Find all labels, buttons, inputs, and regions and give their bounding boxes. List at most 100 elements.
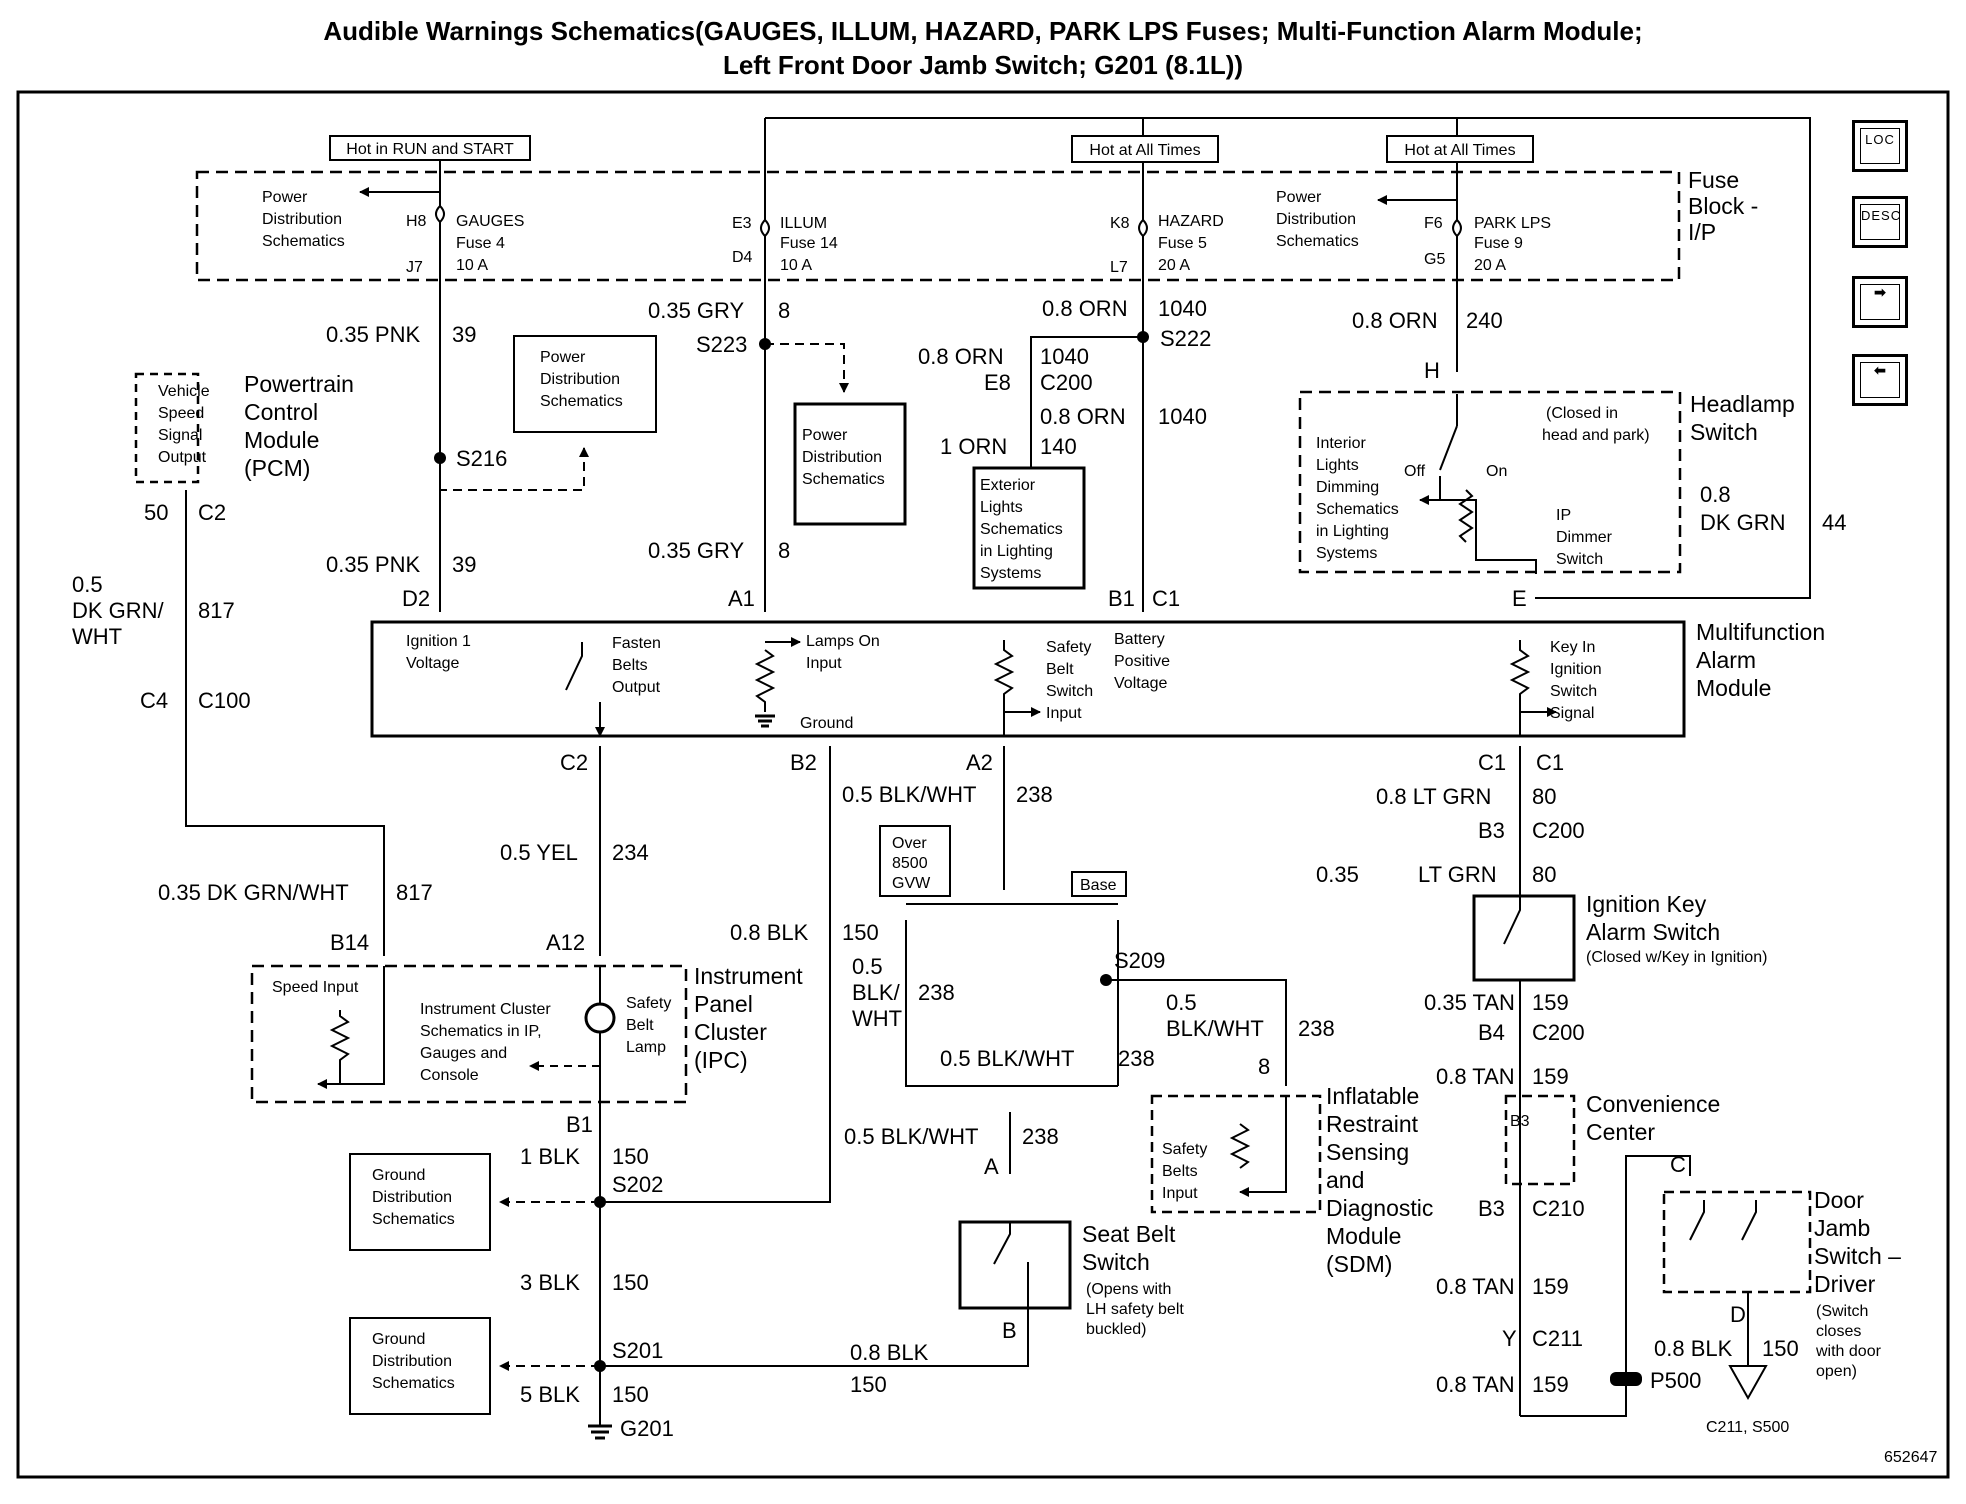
illum-amps: 10 A (780, 257, 812, 274)
wire-ltgrn-b-num: 80 (1532, 862, 1556, 887)
wire-orn-a-num: 1040 (1158, 296, 1207, 321)
wire-blkwht-r-num: 238 (1298, 1016, 1335, 1041)
seatbelt-note-1: (Opens with (1086, 1281, 1171, 1298)
sdm-input-1: Safety (1162, 1141, 1207, 1158)
splice-s223-label: S223 (696, 332, 747, 357)
wire-dkgrn44-num: 44 (1822, 510, 1846, 535)
wire-tan-d: 0.8 TAN (1436, 1372, 1515, 1397)
wire-yel-num: 234 (612, 840, 649, 865)
mam-fb-1: Fasten (612, 635, 661, 652)
wire-tan-c: 0.8 TAN (1436, 1274, 1515, 1299)
wire-orn-d: 1 ORN (940, 434, 1007, 459)
blk-b2-wire (600, 746, 831, 1203)
left-arrow-icon: ⬅ (1860, 362, 1900, 398)
splice-s222-label: S222 (1160, 326, 1211, 351)
ignkey-title-1: Ignition Key (1586, 891, 1707, 917)
splice-s201-label: S201 (612, 1338, 663, 1363)
fuse-block-label-3: I/P (1688, 219, 1716, 245)
splice-s209-label: S209 (1114, 948, 1165, 973)
conn-sb-a: A (984, 1154, 999, 1179)
conn-h: H (1424, 358, 1440, 383)
illum-fuse-num: Fuse 14 (780, 235, 838, 252)
headlamp-int-1: Interior (1316, 435, 1366, 452)
mam-sb-2: Belt (1046, 661, 1074, 678)
wire-dkgrnwht: 0.35 DK GRN/WHT (158, 880, 349, 905)
seat-belt-switch-box (958, 1220, 1072, 1310)
over-3: GVW (892, 875, 931, 892)
illum-top-pin: E3 (732, 215, 752, 232)
ignkey-note: (Closed w/Key in Ignition) (1586, 949, 1767, 966)
mam-title-2: Alarm (1696, 647, 1756, 673)
hazard-bottom-pin: L7 (1110, 259, 1128, 276)
gauges-top-pin: H8 (406, 213, 427, 230)
illum-name: ILLUM (780, 215, 827, 232)
base-label: Base (1080, 877, 1117, 894)
door-jamb-outline (1662, 1190, 1812, 1294)
ipc-ref-4: Console (420, 1067, 479, 1084)
wire-blkwht-r1: 0.5 (1166, 990, 1197, 1015)
pcm-conn: C2 (198, 500, 226, 525)
pds-box-s223-1: Power (802, 427, 848, 444)
wire-dkgrn-num: 817 (198, 598, 235, 623)
mam-key-3: Switch (1550, 683, 1597, 700)
conn-c4: C4 (140, 688, 168, 713)
conn-e8: E8 (984, 370, 1011, 395)
previous-page-button[interactable]: ⬅ (1852, 354, 1908, 406)
sdm-resistor (1229, 1123, 1251, 1169)
conn-sb-b: B (1002, 1318, 1017, 1343)
wire-blkwht-l2: BLK/ (852, 980, 901, 1005)
headlamp-switch-outline (1298, 390, 1682, 574)
next-page-button[interactable]: ➡ (1852, 276, 1908, 328)
gds-box-1 (349, 1153, 491, 1251)
pcm-signal-2: Speed (158, 405, 204, 422)
wire-orn-c-num: 1040 (1158, 404, 1207, 429)
door-switch-icon-2 (1741, 1200, 1757, 1241)
wire-blk5-num: 150 (612, 1382, 649, 1407)
desc-button[interactable]: DESC (1852, 196, 1908, 248)
wire-blkwht-bot: 0.5 BLK/WHT (940, 1046, 1074, 1071)
headlamp-ip-3: Switch (1556, 551, 1603, 568)
ignkey-title-2: Alarm Switch (1586, 919, 1720, 945)
wire-tan-d-num: 159 (1532, 1372, 1569, 1397)
park-top-pin: F6 (1424, 215, 1443, 232)
mam-fb-2: Belts (612, 657, 648, 674)
wire-orn-c: 0.8 ORN (1040, 404, 1126, 429)
ipc-ref-2: Schematics in IP, (420, 1023, 542, 1040)
over-gvw-box (879, 825, 951, 897)
ignition-key-switch-box (1472, 894, 1576, 982)
gds1-3: Schematics (372, 1211, 455, 1228)
wire-blkwht-r2: BLK/WHT (1166, 1016, 1264, 1041)
conn-door-c: C (1670, 1152, 1686, 1177)
pcm-signal-1: Vehicle (158, 383, 210, 400)
mam-title-1: Multifunction (1696, 619, 1825, 645)
ground-ref-label: C211, S500 (1706, 1419, 1789, 1436)
pcm-title-3: Module (244, 427, 319, 453)
illum-bottom-pin: D4 (732, 249, 753, 266)
ipc-ref-3: Gauges and (420, 1045, 507, 1062)
mam-ign-1: Ignition 1 (406, 633, 471, 650)
ground-g201-label: G201 (620, 1416, 674, 1441)
sdm-input-2: Belts (1162, 1163, 1198, 1180)
wire-blkwht-l1: 0.5 (852, 954, 883, 979)
ip-dimmer-resistor (1458, 489, 1474, 543)
g201-ground-icon (588, 1424, 612, 1440)
loc-button[interactable]: LOC (1852, 120, 1908, 172)
headlamp-off: Off (1404, 463, 1426, 480)
wire-orn-a: 0.8 ORN (1042, 296, 1128, 321)
ipc-lamp-2: Belt (626, 1017, 654, 1034)
hazard-fuse-icon (1138, 218, 1148, 237)
wire-dkgrn-1: 0.5 (72, 572, 103, 597)
hot-all-label-2: Hot at All Times (1404, 142, 1515, 159)
conn-mam-b2: B2 (790, 750, 817, 775)
convenience-title-2: Center (1586, 1119, 1655, 1145)
pds-box-s216-1: Power (540, 349, 586, 366)
fuse-block-label-2: Block - (1688, 193, 1758, 219)
hot-all-box-2 (1386, 135, 1534, 163)
pds-park-3: Schematics (1276, 233, 1359, 250)
park-bottom-pin: G5 (1424, 251, 1445, 268)
headlamp-int-6: Systems (1316, 545, 1377, 562)
wire-gry-b: 0.35 GRY (648, 538, 745, 563)
splice-s216-label: S216 (456, 446, 507, 471)
ext-4: in Lighting (980, 543, 1053, 560)
